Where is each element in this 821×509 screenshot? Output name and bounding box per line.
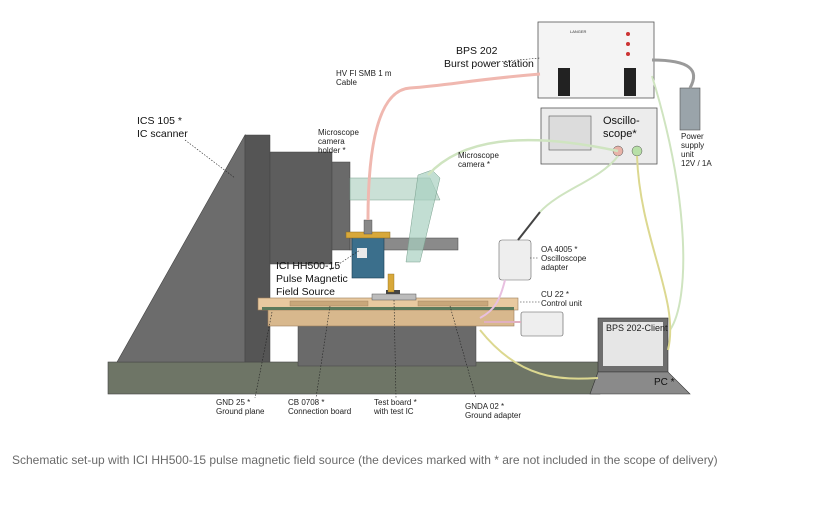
label-bps-202: BPS 202 <box>456 45 498 57</box>
bps-led-2 <box>626 42 630 46</box>
label-cb-2: Connection board <box>288 407 351 416</box>
pc-screen <box>603 322 663 366</box>
oa-4005-adapter <box>498 239 532 281</box>
label-oa-3: adapter <box>541 263 568 272</box>
bps-foot-left <box>558 68 570 96</box>
test-board <box>371 293 417 301</box>
power-supply-unit <box>679 87 701 131</box>
ics-scanner-body <box>116 133 246 363</box>
label-ics-105-sub: IC scanner <box>137 128 188 140</box>
label-testboard-1: Test board * <box>374 398 417 407</box>
oscilloscope-input-2 <box>631 145 643 157</box>
label-cu-2: Control unit <box>541 299 583 308</box>
camera-cable <box>427 138 619 176</box>
label-hh500-2: Pulse Magnetic <box>276 273 348 285</box>
bps-logo-text: LANGER <box>570 29 587 34</box>
label-cam-holder-1: Microscope <box>318 128 359 137</box>
label-cam-holder-2: camera <box>318 137 345 146</box>
hh500-tip <box>387 273 395 293</box>
label-camera-1: Microscope <box>458 151 499 160</box>
figure-caption: Schematic set-up with ICI HH500-15 pulse… <box>12 453 718 467</box>
label-camera-2: camera * <box>458 160 490 169</box>
ics-arm-upper <box>269 151 333 265</box>
cu-22-control-unit <box>520 311 564 337</box>
label-cam-holder-3: holder * <box>318 146 346 155</box>
label-power-4: 12V / 1A <box>681 159 712 168</box>
label-oscilloscope-1: Oscillo- <box>603 115 640 127</box>
ground-adapter <box>417 300 489 307</box>
label-pc-screen: BPS 202-Client <box>606 323 668 333</box>
bps-led-3 <box>626 52 630 56</box>
bps-to-pc-cable <box>651 75 685 331</box>
leader-bps <box>495 57 541 63</box>
label-hh500-1: ICI HH500-15 <box>276 260 340 272</box>
ground-plane-strip <box>262 307 514 310</box>
cu-to-pc-cable <box>479 329 599 380</box>
oscilloscope-probe <box>517 211 541 241</box>
microscope-camera <box>405 169 441 263</box>
label-power-1: Power <box>681 132 704 141</box>
connection-board <box>289 300 369 307</box>
label-hf-cable: HV FI SMB 1 m <box>336 69 392 78</box>
label-oscilloscope-2: scope* <box>603 128 637 140</box>
label-hf-cable-sub: Cable <box>336 78 357 87</box>
label-oa-1: OA 4005 * <box>541 245 577 254</box>
bps-power-cable <box>651 58 696 89</box>
label-gnd25-1: GND 25 * <box>216 398 250 407</box>
label-gnd25-2: Ground plane <box>216 407 265 416</box>
leader-cb <box>315 305 331 399</box>
hf-cable <box>366 72 541 221</box>
label-oa-2: Oscilloscope <box>541 254 587 263</box>
label-cb-1: CB 0708 * <box>288 398 324 407</box>
label-gnda-2: Ground adapter <box>465 411 521 420</box>
ics-scanner-side <box>244 134 271 363</box>
probe-to-scope-cable <box>539 155 619 213</box>
label-ics-105: ICS 105 * <box>137 115 182 127</box>
ics-arm-right <box>331 161 351 251</box>
label-bps-202-sub: Burst power station <box>444 58 534 70</box>
leader-hh500 <box>329 249 361 271</box>
label-pc: PC * <box>654 377 675 388</box>
label-testboard-2: with test IC <box>373 407 414 416</box>
label-power-3: unit <box>681 150 695 159</box>
ground-bar <box>107 361 601 395</box>
bps-led-1 <box>626 32 630 36</box>
work-table-lower <box>267 309 515 327</box>
hh500-connector <box>363 219 373 235</box>
leader-testboard <box>393 299 397 399</box>
bps-foot-right <box>624 68 636 96</box>
hh500-probe-head <box>351 233 385 279</box>
leader-gnda <box>449 305 477 399</box>
leader-gnd25 <box>254 311 273 399</box>
adapter-to-board-cable <box>479 279 506 319</box>
leader-ics <box>184 139 236 179</box>
label-hh500-3: Field Source <box>276 286 335 298</box>
label-cu-1: CU 22 * <box>541 290 569 299</box>
setup-diagram: LANGER BPS 202 Burst power station HV FI… <box>107 21 712 420</box>
label-power-2: supply <box>681 141 704 150</box>
hh500-probe-label <box>357 248 367 258</box>
label-gnda-1: GNDA 02 * <box>465 402 504 411</box>
scope-to-pc-cable <box>636 155 672 351</box>
pc-keyboard <box>589 371 691 395</box>
bps-202-unit <box>537 21 655 99</box>
